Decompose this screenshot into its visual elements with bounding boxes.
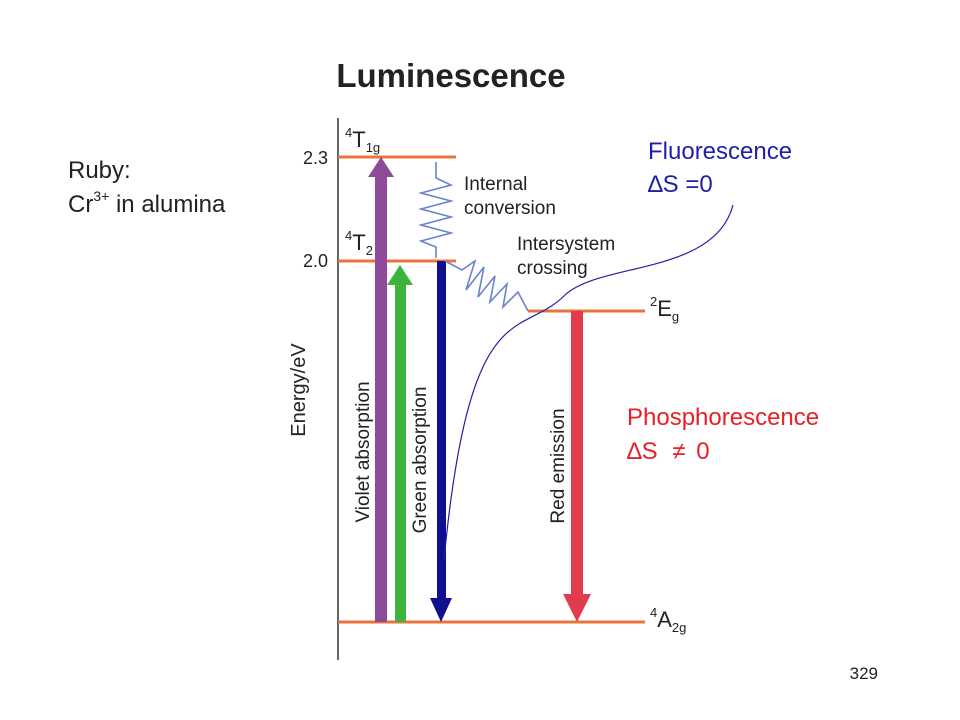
red-emission-arrow-shaft (571, 311, 583, 596)
slide-title: Luminescence (336, 57, 565, 94)
label-4t1g: 4T1g (345, 125, 380, 155)
internal-conversion-label-1: Internal (464, 174, 527, 195)
axis-label: Energy/eV (288, 343, 310, 437)
fluorescence-arrow-shaft (437, 261, 446, 600)
internal-conversion-zigzag (417, 162, 455, 258)
fluorescence-rule: ∆S =0 (648, 171, 713, 198)
tick-label-high: 2.3 (303, 148, 328, 168)
phosphorescence-rule: ∆S ≠ 0 (627, 438, 710, 465)
fluorescence-label: Fluorescence (648, 138, 792, 165)
green-arrow-shaft (395, 283, 406, 622)
violet-arrow-head (368, 157, 394, 177)
ruby-label: Ruby: (68, 157, 131, 184)
label-4t2: 4T2 (345, 228, 373, 258)
green-arrow-head (387, 265, 413, 285)
label-4a2g: 4A2g (650, 605, 686, 635)
fluorescence-callout-line (443, 204, 734, 561)
violet-arrow-shaft (375, 175, 387, 622)
green-absorption-label: Green absorption (410, 387, 431, 534)
fluorescence-arrow-head (430, 598, 452, 622)
red-emission-arrow-head (563, 594, 591, 622)
intersystem-crossing-label-2: crossing (517, 258, 588, 279)
internal-conversion-label-2: conversion (464, 198, 556, 219)
phosphorescence-label: Phosphorescence (627, 404, 819, 431)
violet-absorption-label: Violet absorption (353, 381, 374, 522)
page-number: 329 (850, 664, 878, 683)
intersystem-crossing-zigzag (444, 259, 529, 312)
ruby-formula: Cr3+ in alumina (68, 188, 226, 218)
tick-label-mid: 2.0 (303, 251, 328, 271)
intersystem-crossing-label-1: Intersystem (517, 234, 615, 255)
red-emission-label: Red emission (548, 408, 569, 523)
label-2eg: 2Eg (650, 294, 679, 324)
